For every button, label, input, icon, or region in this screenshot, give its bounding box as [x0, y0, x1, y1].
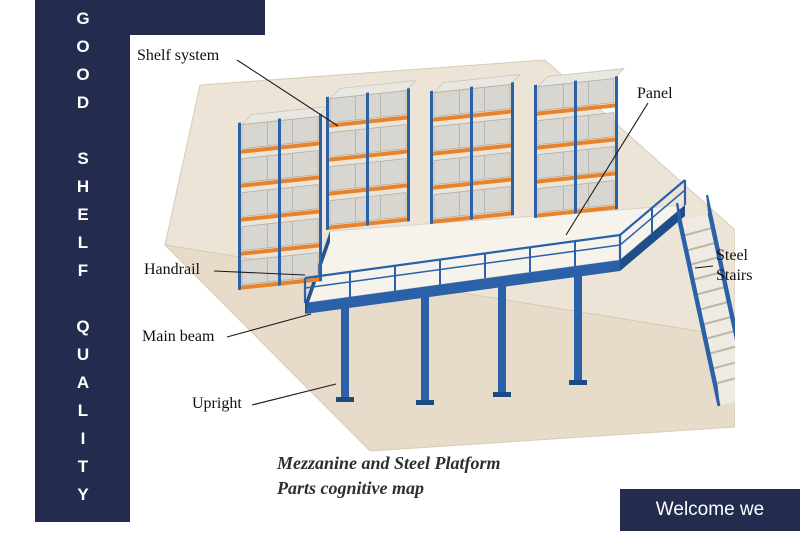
caption-line1: Mezzanine and Steel Platform — [277, 453, 501, 473]
caption: Mezzanine and Steel Platform Parts cogni… — [277, 451, 501, 501]
label-upright: Upright — [192, 395, 242, 412]
label-steel-stairs-line1: Steel — [716, 247, 748, 264]
steel-stairs — [675, 194, 735, 407]
label-panel: Panel — [637, 85, 673, 102]
welcome-button[interactable]: Welcome we — [620, 489, 800, 531]
left-banner: GOOD SHELF QUALITY — [35, 0, 130, 522]
label-main-beam: Main beam — [142, 328, 215, 345]
upright-columns — [336, 276, 587, 405]
caption-line2: Parts cognitive map — [277, 478, 424, 498]
banner-top-extension — [130, 0, 265, 35]
handrail-railing — [303, 179, 687, 303]
banner-vertical-text: GOOD SHELF QUALITY — [73, 9, 93, 513]
label-steel-stairs-line2: Stairs — [716, 267, 753, 284]
label-shelf-system: Shelf system — [137, 47, 220, 64]
label-handrail: Handrail — [144, 261, 200, 278]
label-steel-stairs: Steel Stairs — [716, 246, 780, 286]
